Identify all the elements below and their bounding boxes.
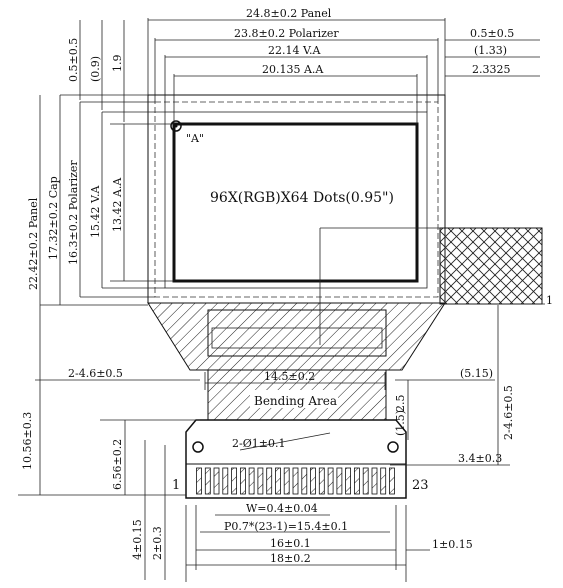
connector-pin: [257, 467, 264, 495]
dim-pin-width: W=0.4±0.04: [246, 502, 318, 515]
connector-pin: [380, 467, 387, 495]
dim-panel-width: 24.8±0.2 Panel: [246, 7, 332, 20]
connector-pin: [275, 467, 281, 495]
dim-fpc-2: 2±0.3: [151, 526, 164, 560]
connector-pin: [204, 467, 211, 495]
alignment-hole-left: [192, 441, 204, 453]
dim-va-height: 15.42 V.A: [89, 184, 102, 238]
connector-pin: [310, 467, 316, 495]
connector-pin: [196, 467, 202, 495]
pin-first-label: 1: [172, 478, 180, 493]
connector-pin: [239, 467, 246, 495]
dim-left-top-2: (0.9): [89, 56, 102, 82]
dim-hole: 2-Ø1±0.1: [232, 437, 285, 450]
connector-pin: [318, 467, 325, 495]
dim-polarizer-height: 16.3±0.2 Polarizer: [67, 160, 80, 265]
dim-fpc-right-offset: (5.15): [460, 367, 493, 380]
dim-cap-height: 17.32±0.2 Cap: [47, 176, 60, 260]
pin-last-label: 23: [412, 478, 429, 493]
point-a-label: "A": [186, 132, 204, 145]
dim-fpc-total: 10.56±0.3: [21, 412, 34, 470]
connector-pin: [327, 467, 334, 495]
alignment-hole-right: [387, 441, 399, 453]
dim-right-1-015: 1±0.15: [432, 538, 473, 551]
dim-right-3: 2.3325: [472, 63, 511, 76]
dim-right-h: 2-4.6±0.5: [502, 385, 515, 440]
connector-pin: [222, 467, 229, 495]
connector-pin: [231, 467, 238, 495]
dim-h-25: 2.5: [394, 395, 407, 413]
connector-pin: [292, 467, 299, 495]
connector-pin: [362, 467, 369, 495]
connector-pin: [345, 467, 352, 495]
dim-left-top-1: 0.5±0.5: [67, 38, 80, 82]
point-a-marker: [170, 120, 182, 132]
viewing-area: [164, 111, 428, 289]
connector-pin: [371, 467, 378, 495]
connector-pin: [353, 467, 360, 495]
dim-va-width: 22.14 V.A: [268, 44, 322, 57]
connector-pin: [301, 467, 308, 495]
dim-right-1: 0.5±0.5: [470, 27, 514, 40]
panel-title: 96X(RGB)X64 Dots(0.95"): [210, 190, 394, 206]
dim-aa-width: 20.135 A.A: [262, 63, 324, 76]
connector-pin: [283, 467, 290, 495]
connector-pin: [336, 467, 343, 495]
dim-right-2: (1.33): [474, 44, 507, 57]
connector-pin: [266, 467, 273, 495]
connector-pin: [213, 467, 220, 495]
connector-pin: [389, 467, 395, 495]
dim-pitch: P0.7*(23-1)=15.4±0.1: [224, 520, 348, 533]
dim-left-top-3: 1.9: [111, 55, 124, 73]
dim-h-15: (1.5): [394, 410, 407, 436]
dim-fpc-mid: 6.56±0.2: [111, 439, 124, 490]
active-area: [172, 122, 419, 283]
dim-fpc-1: 4±0.15: [131, 519, 144, 560]
bending-area-label: Bending Area: [254, 394, 337, 408]
dim-aa-height: 13.42 A.A: [111, 177, 124, 232]
connector-pin: [248, 467, 255, 495]
dim-right-34: 3.4±0.3: [458, 452, 502, 465]
dim-bend-width: 14.5±0.2: [264, 370, 315, 383]
dim-width-16: 16±0.1: [270, 537, 311, 550]
dim-panel-height: 22.42±0.2 Panel: [27, 197, 40, 290]
dim-width-18: 18±0.2: [270, 552, 311, 565]
dim-fpc-left-offset: 2-4.6±0.5: [68, 367, 123, 380]
pin-array: [196, 467, 395, 495]
cap-hatched-region: [439, 227, 543, 305]
polarizer-outline: [154, 101, 439, 298]
side-label: 1: [546, 294, 553, 307]
dim-polarizer-width: 23.8±0.2 Polarizer: [234, 27, 339, 40]
fpc-hatched-region: [147, 302, 446, 371]
